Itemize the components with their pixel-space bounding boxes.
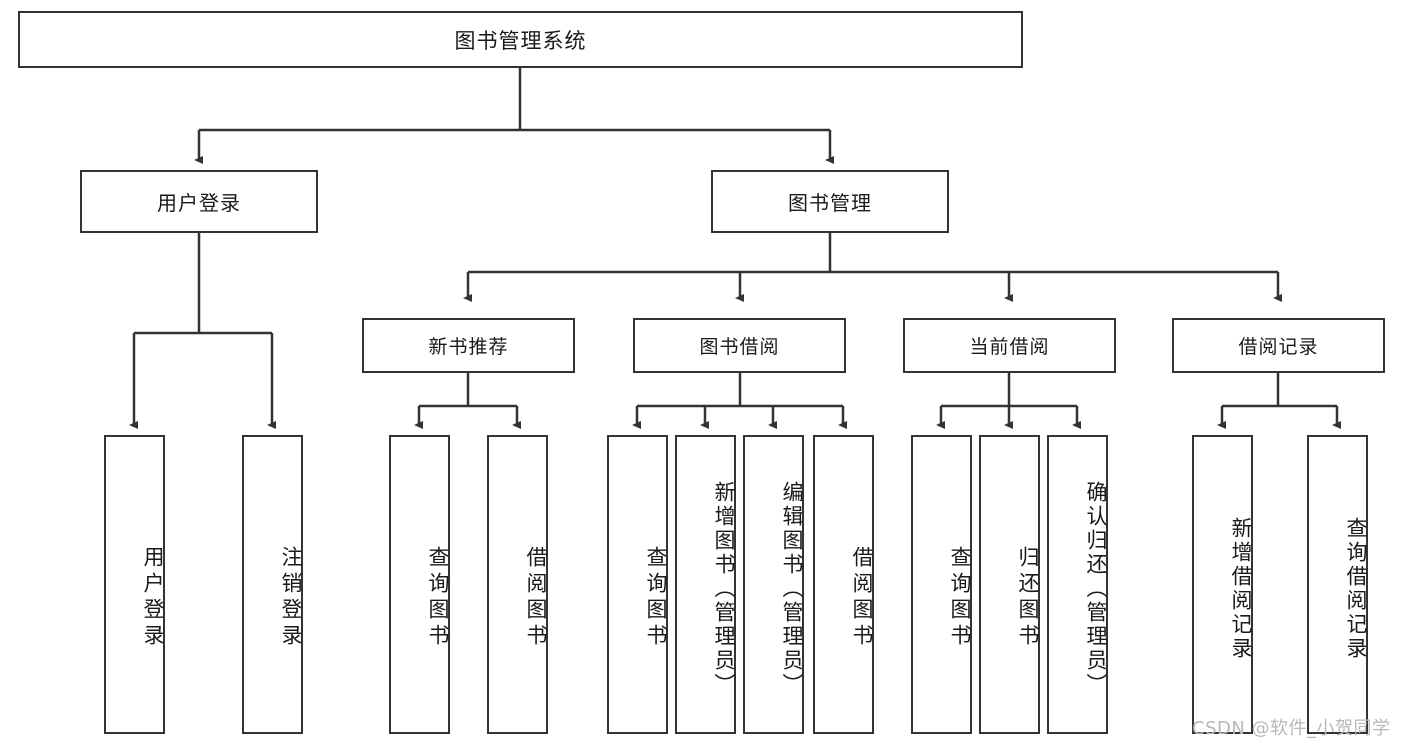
- node-user-login-label: 用户登录: [157, 191, 241, 215]
- leaf-borrow-book-2-label: 借阅图书: [850, 545, 874, 650]
- node-book-borrow-label: 图书借阅: [699, 336, 780, 358]
- leaf-add-record-label: 新增借阅记录: [1229, 516, 1253, 661]
- node-user-login[interactable]: 用户登录: [80, 170, 318, 233]
- leaf-add-book-label: 新增图书（管理员）: [712, 480, 736, 697]
- watermark-text: CSDN @软件_小贺同学: [1192, 718, 1391, 739]
- node-book-management[interactable]: 图书管理: [711, 170, 949, 233]
- leaf-query-book-3[interactable]: 查询图书: [911, 435, 972, 734]
- leaf-borrow-book-1[interactable]: 借阅图书: [487, 435, 548, 734]
- node-borrow-record[interactable]: 借阅记录: [1172, 318, 1385, 373]
- node-book-borrow[interactable]: 图书借阅: [633, 318, 846, 373]
- leaf-logout-login[interactable]: 注销登录: [242, 435, 303, 734]
- leaf-query-record-label: 查询借阅记录: [1344, 516, 1368, 661]
- leaf-edit-book-label: 编辑图书（管理员）: [780, 480, 804, 697]
- leaf-query-book-3-label: 查询图书: [948, 545, 972, 650]
- leaf-add-record[interactable]: 新增借阅记录: [1192, 435, 1253, 734]
- leaf-edit-book[interactable]: 编辑图书（管理员）: [743, 435, 804, 734]
- leaf-query-book-1-label: 查询图书: [426, 545, 450, 650]
- node-current-borrow-label: 当前借阅: [969, 336, 1050, 358]
- leaf-borrow-book-1-label: 借阅图书: [524, 545, 548, 650]
- leaf-user-login[interactable]: 用户登录: [104, 435, 165, 734]
- leaf-confirm-return-label: 确认归还（管理员）: [1084, 480, 1108, 697]
- node-new-book-recommend-label: 新书推荐: [428, 336, 509, 358]
- node-root[interactable]: 图书管理系统: [18, 11, 1023, 68]
- node-borrow-record-label: 借阅记录: [1238, 336, 1319, 358]
- leaf-query-book-2[interactable]: 查询图书: [607, 435, 668, 734]
- node-root-label: 图书管理系统: [454, 28, 587, 53]
- leaf-user-login-label: 用户登录: [141, 545, 165, 650]
- leaf-logout-login-label: 注销登录: [279, 545, 303, 650]
- leaf-query-book-1[interactable]: 查询图书: [389, 435, 450, 734]
- leaf-borrow-book-2[interactable]: 借阅图书: [813, 435, 874, 734]
- leaf-query-record[interactable]: 查询借阅记录: [1307, 435, 1368, 734]
- node-current-borrow[interactable]: 当前借阅: [903, 318, 1116, 373]
- node-new-book-recommend[interactable]: 新书推荐: [362, 318, 575, 373]
- leaf-return-book-label: 归还图书: [1016, 545, 1040, 650]
- leaf-confirm-return[interactable]: 确认归还（管理员）: [1047, 435, 1108, 734]
- leaf-add-book[interactable]: 新增图书（管理员）: [675, 435, 736, 734]
- node-book-management-label: 图书管理: [788, 191, 872, 215]
- leaf-query-book-2-label: 查询图书: [644, 545, 668, 650]
- leaf-return-book[interactable]: 归还图书: [979, 435, 1040, 734]
